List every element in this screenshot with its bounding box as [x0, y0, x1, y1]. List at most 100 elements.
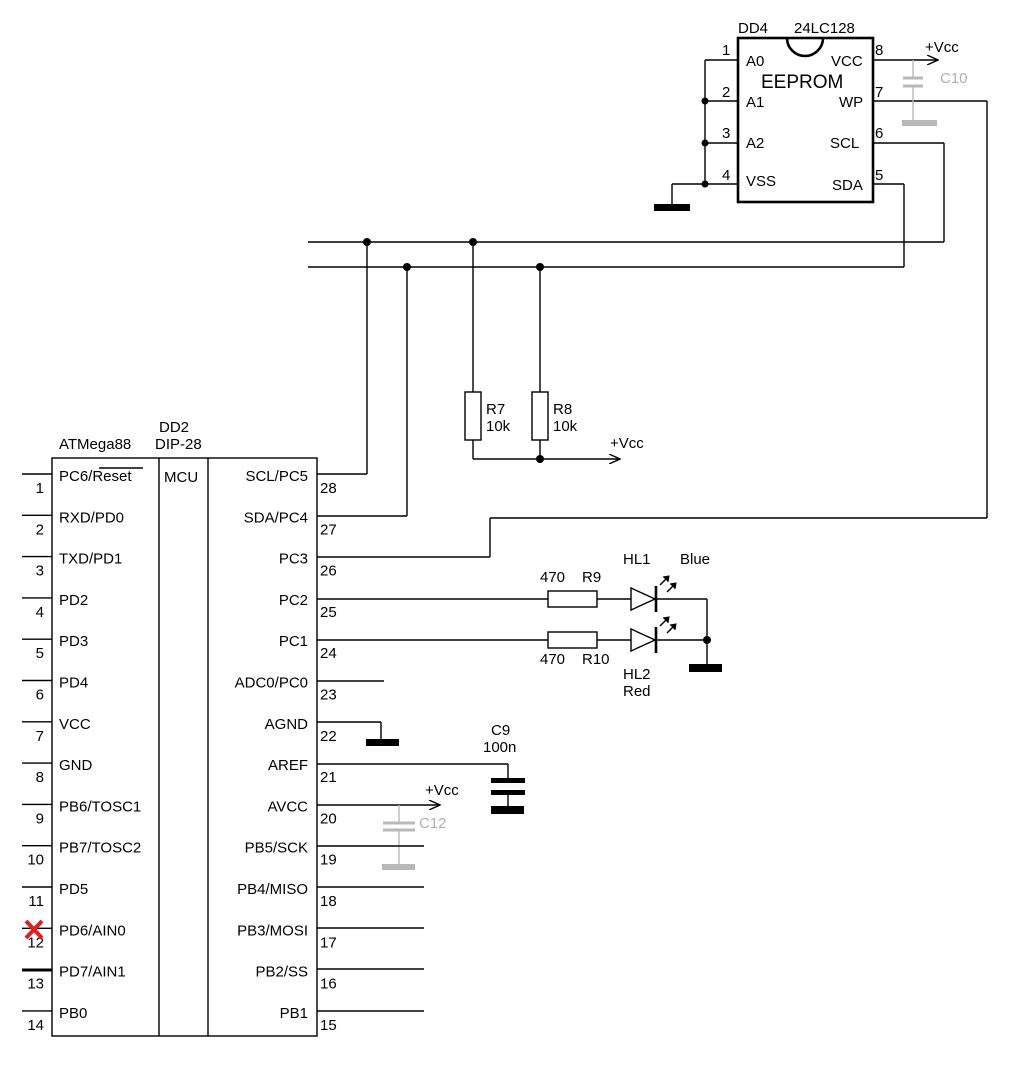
led-ground-symbol	[689, 664, 722, 672]
mcu-pin-24-num: 24	[320, 645, 337, 662]
mcu-pin-11-num: 11	[28, 893, 44, 910]
mcu-pin-4-num: 4	[36, 604, 44, 621]
mcu-part: ATMega88	[59, 436, 131, 453]
mcu-pin-16-num: 16	[320, 976, 337, 993]
capacitor-c12-label: C12	[419, 815, 447, 832]
mcu-pin-21-num: 21	[320, 769, 337, 786]
mcu-pin-8-name: GND	[59, 757, 93, 774]
mcu-pin-10-num: 10	[27, 852, 44, 869]
mcu-pin-3-name: TXD/PD1	[59, 551, 122, 568]
eeprom-name: EEPROM	[761, 72, 843, 93]
eeprom-pin-vcc: VCC	[831, 53, 863, 70]
mcu-pin-1-num: 1	[36, 480, 44, 497]
mcu-pin-4-name: PD2	[59, 592, 88, 609]
resistor-r8: R8 10k	[531, 267, 578, 459]
mcu-left-pins: 1PC6/Reset2RXD/PD03TXD/PD14PD25PD36PD47V…	[22, 468, 141, 1034]
mcu-pin-6-num: 6	[36, 687, 44, 704]
eeprom-pin-wp: WP	[839, 94, 863, 111]
mcu-pin-14-num: 14	[27, 1017, 44, 1034]
led-hl1-ref: HL1	[623, 551, 651, 568]
analog-section: C9 100n +Vcc C12	[317, 680, 525, 1012]
resistor-r8-ref: R8	[553, 401, 572, 418]
mcu-pin-2-name: RXD/PD0	[59, 509, 124, 526]
mcu-pin-18-num: 18	[320, 893, 337, 910]
mcu-pin-26-name: PC3	[279, 551, 308, 568]
eeprom-pin-a1: A1	[746, 94, 764, 111]
mcu-pin-5-num: 5	[36, 645, 44, 662]
eeprom-pin-4-num: 4	[722, 167, 730, 184]
eeprom-pin-vss: VSS	[746, 173, 776, 190]
mcu-pin-13-name: PD7/AIN1	[59, 964, 126, 981]
mcu-pin-28-name: SCL/PC5	[245, 468, 308, 485]
no-connect-mark	[24, 919, 44, 940]
pullup-vcc-label: +Vcc	[610, 435, 644, 452]
resistor-r9-ref: R9	[582, 569, 601, 586]
capacitor-c9-value: 100n	[483, 739, 516, 756]
mcu-pin-9-name: PB6/TOSC1	[59, 798, 141, 815]
capacitor-c12: C12	[382, 805, 447, 870]
eeprom-pin-7-num: 7	[875, 84, 883, 101]
mcu-pin-6-name: PD4	[59, 675, 88, 692]
led-hl1	[630, 575, 677, 612]
mcu-pin-11-name: PD5	[59, 881, 88, 898]
mcu-pin-15-name: PB1	[280, 1005, 308, 1022]
eeprom-part: 24LC128	[794, 20, 855, 37]
mcu-pin-16-name: PB2/SS	[255, 964, 308, 981]
mcu-pin-5-name: PD3	[59, 633, 88, 650]
led-hl2	[630, 616, 677, 653]
eeprom-pin-1-num: 1	[722, 42, 730, 59]
eeprom-pin-sda: SDA	[832, 177, 863, 194]
mcu-pin-1-name: PC6/Reset	[59, 468, 132, 485]
led-hl2-color: Red	[623, 683, 651, 700]
eeprom-ic: DD4 24LC128 EEPROM 1 2 3 4 A0 A1 A2 VSS …	[654, 20, 987, 211]
mcu-pin-2-num: 2	[36, 521, 44, 538]
mcu-pin-26-num: 26	[320, 563, 337, 580]
resistor-r9	[547, 590, 598, 608]
eeprom-notch	[785, 37, 825, 58]
mcu-body	[51, 457, 318, 1037]
eeprom-pin-8-num: 8	[875, 42, 883, 59]
mcu-pin-22-num: 22	[320, 728, 337, 745]
mcu-pin-20-num: 20	[320, 810, 337, 827]
mcu-pin-23-num: 23	[320, 687, 337, 704]
capacitor-c10: C10	[902, 60, 968, 126]
eeprom-ref: DD4	[738, 20, 768, 37]
mcu-pin-23-name: ADC0/PC0	[235, 675, 308, 692]
i2c-bus	[308, 101, 988, 558]
resistor-r7: R7 10k	[464, 242, 511, 459]
resistor-r10-value: 470	[540, 651, 565, 668]
eeprom-pin-a2: A2	[746, 135, 764, 152]
mcu-pin-21-name: AREF	[268, 757, 308, 774]
resistor-r7-ref: R7	[486, 401, 505, 418]
mcu-pin-14-name: PB0	[59, 1005, 87, 1022]
mcu-pin-17-name: PB3/MOSI	[237, 922, 308, 939]
eeprom-pin-6-num: 6	[875, 125, 883, 142]
mcu-pin-9-num: 9	[36, 810, 44, 827]
mcu-pin-3-num: 3	[36, 563, 44, 580]
mcu-pin-15-num: 15	[320, 1017, 337, 1034]
mcu-pin-20-name: AVCC	[267, 798, 308, 815]
capacitor-c9-ref: C9	[491, 722, 510, 739]
mcu-ref: DD2	[159, 419, 189, 436]
mcu-pin-24-name: PC1	[279, 633, 308, 650]
resistor-r7-value: 10k	[486, 418, 511, 435]
mcu-pin-22-name: AGND	[265, 716, 309, 733]
capacitor-c10-label: C10	[940, 70, 968, 87]
mcu-pin-19-num: 19	[320, 852, 337, 869]
mcu-ic: DD2 DIP-28 ATMega88 MCU 1PC6/Reset2RXD/P…	[22, 419, 337, 1037]
avcc-vcc-label: +Vcc	[425, 782, 459, 799]
eeprom-pin-5-num: 5	[875, 167, 883, 184]
capacitor-c9	[491, 778, 525, 795]
resistor-r10-ref: R10	[582, 651, 610, 668]
led-circuit: 470 R9 HL1 Blue 470 R10 HL2 Red	[317, 551, 722, 700]
led-hl2-ref: HL2	[623, 666, 651, 683]
mcu-pin-7-name: VCC	[59, 716, 91, 733]
resistor-r9-value: 470	[540, 569, 565, 586]
mcu-pin-8-num: 8	[36, 769, 44, 786]
mcu-pin-25-num: 25	[320, 604, 337, 621]
mcu-right-pins: 28SCL/PC527SDA/PC426PC325PC224PC123ADC0/…	[235, 468, 337, 1034]
mcu-pin-25-name: PC2	[279, 592, 308, 609]
eeprom-body	[736, 36, 875, 204]
mcu-pin-13-num: 13	[27, 976, 44, 993]
